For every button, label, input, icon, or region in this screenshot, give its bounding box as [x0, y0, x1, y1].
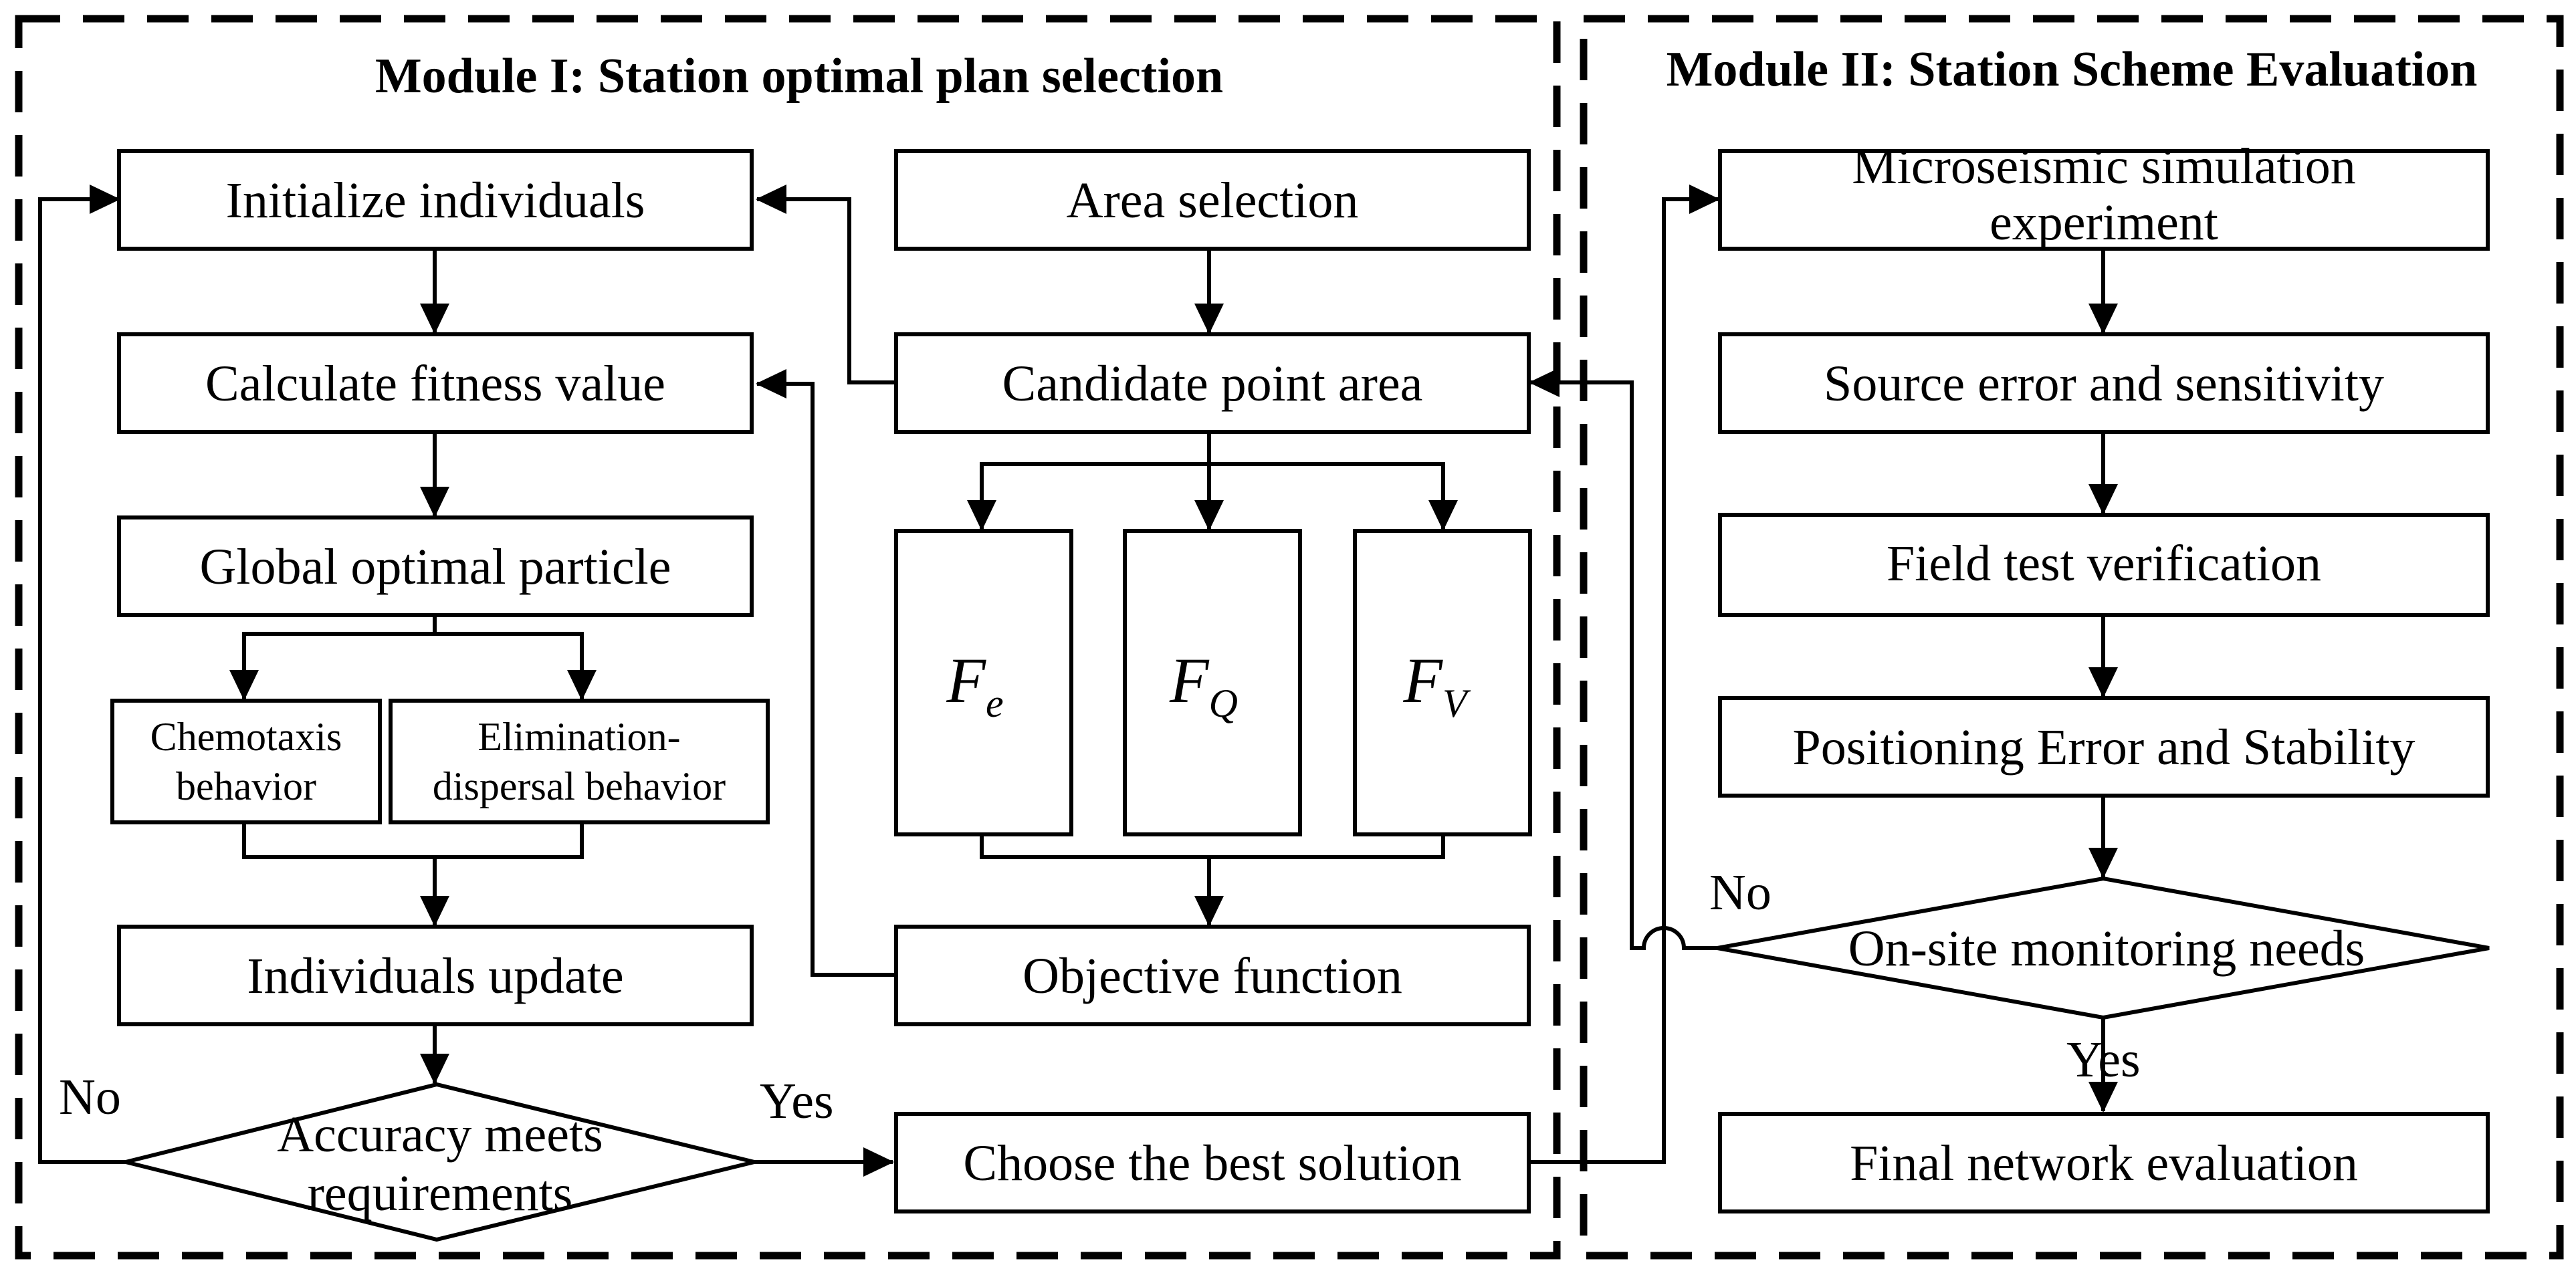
node-objective-function: Objective function: [894, 925, 1531, 1026]
svg-text:Elimination-: Elimination-: [477, 715, 680, 759]
svg-text:Positioning Error and Stabilit: Positioning Error and Stability: [1793, 719, 2416, 776]
node-choose-best-solution: Choose the best solution: [894, 1112, 1531, 1213]
svg-text:Choose the best solution: Choose the best solution: [963, 1135, 1461, 1191]
svg-text:dispersal behavior: dispersal behavior: [433, 764, 726, 808]
svg-text:Microseismic simulation: Microseismic simulation: [1852, 138, 2356, 195]
node-fq: FQ: [1123, 529, 1302, 836]
node-initialize-individuals: Initialize individuals: [117, 149, 754, 251]
svg-text:Individuals update: Individuals update: [247, 948, 624, 1004]
node-elimination-dispersal-behavior: Elimination- dispersal behavior: [389, 699, 770, 824]
module1-title: Module I: Station optimal plan selection: [375, 49, 1223, 104]
node-calculate-fitness-value: Calculate fitness value: [117, 332, 754, 434]
svg-text:Objective function: Objective function: [1023, 948, 1402, 1004]
svg-text:experiment: experiment: [1990, 195, 2218, 251]
node-accuracy-meets-requirements: Accuracy meets requirements: [125, 1082, 755, 1242]
node-source-error-sensitivity: Source error and sensitivity: [1718, 332, 2490, 434]
svg-text:Global optimal particle: Global optimal particle: [200, 539, 671, 595]
node-candidate-point-area: Candidate point area: [894, 332, 1531, 434]
node-chemotaxis-behavior: Chemotaxis behavior: [110, 699, 382, 824]
svg-text:FV: FV: [1402, 645, 1471, 725]
node-area-selection: Area selection: [894, 149, 1531, 251]
svg-text:Accuracy meets: Accuracy meets: [277, 1107, 603, 1163]
node-individuals-update: Individuals update: [117, 925, 754, 1026]
edge-label-yes-left: Yes: [760, 1073, 834, 1129]
node-final-network-evaluation: Final network evaluation: [1718, 1112, 2490, 1213]
svg-text:Chemotaxis: Chemotaxis: [150, 715, 342, 759]
edge-label-no-left: No: [59, 1069, 121, 1125]
edge-label-no-right: No: [1709, 864, 1772, 921]
node-fv: FV: [1353, 529, 1532, 836]
svg-text:behavior: behavior: [176, 764, 316, 808]
edge-label-yes-right: Yes: [2066, 1032, 2141, 1088]
svg-text:Field test verification: Field test verification: [1887, 536, 2321, 592]
svg-text:Calculate fitness value: Calculate fitness value: [205, 356, 665, 412]
svg-text:FQ: FQ: [1169, 645, 1238, 725]
svg-text:Fe: Fe: [946, 645, 1003, 725]
svg-text:On-site monitoring needs: On-site monitoring needs: [1848, 921, 2365, 977]
svg-text:requirements: requirements: [308, 1165, 573, 1222]
module2-border: [1580, 15, 2564, 1260]
node-field-test-verification: Field test verification: [1718, 513, 2490, 617]
node-onsite-monitoring-needs: On-site monitoring needs: [1717, 876, 2490, 1020]
svg-text:Source error and sensitivity: Source error and sensitivity: [1824, 356, 2384, 412]
svg-text:Area selection: Area selection: [1067, 172, 1359, 229]
node-global-optimal-particle: Global optimal particle: [117, 515, 754, 617]
module1-border: [15, 15, 1561, 1260]
node-positioning-error-stability: Positioning Error and Stability: [1718, 696, 2490, 798]
svg-text:Candidate point area: Candidate point area: [1002, 356, 1423, 412]
svg-text:Initialize individuals: Initialize individuals: [226, 172, 645, 229]
node-microseismic-simulation: Microseismic simulation experiment: [1718, 138, 2490, 251]
module2-title: Module II: Station Scheme Evaluation: [1667, 42, 2478, 97]
svg-text:Final network evaluation: Final network evaluation: [1850, 1135, 2358, 1191]
node-fe: Fe: [894, 529, 1073, 836]
